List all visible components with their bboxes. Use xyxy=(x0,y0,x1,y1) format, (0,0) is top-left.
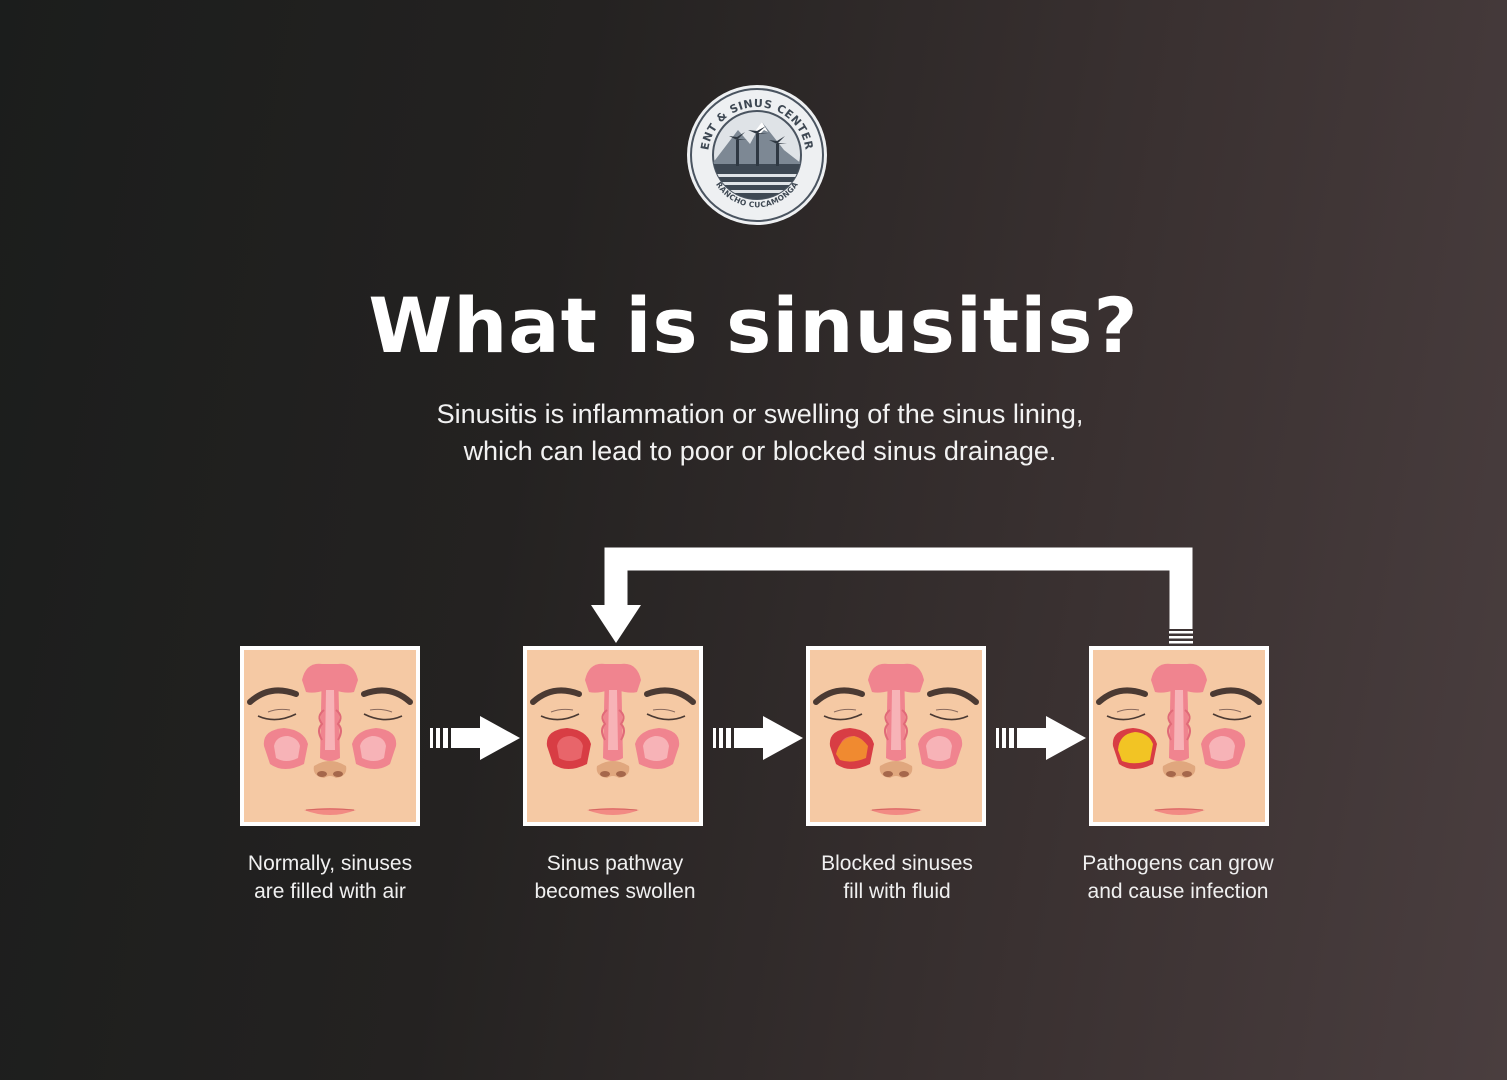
caption-line: Pathogens can grow xyxy=(1082,852,1274,875)
page-title: What is sinusitis? xyxy=(368,281,1139,370)
subtitle-line-1: Sinusitis is inflammation or swelling of… xyxy=(436,399,1084,429)
step-caption-3: Blocked sinuses fill with fluid xyxy=(772,850,1022,906)
sinus-panel-swollen xyxy=(523,646,703,826)
caption-line: fill with fluid xyxy=(843,880,951,903)
face-illustration xyxy=(810,650,982,822)
step-caption-4: Pathogens can grow and cause infection xyxy=(1053,850,1303,906)
caption-line: Sinus pathway xyxy=(546,852,684,875)
sinus-panel-infection xyxy=(1089,646,1269,826)
caption-line: and cause infection xyxy=(1087,880,1269,903)
sinus-panel-normal xyxy=(240,646,420,826)
step-caption-1: Normally, sinuses are filled with air xyxy=(205,850,455,906)
caption-line: Normally, sinuses xyxy=(247,852,413,875)
sinus-panel-fluid xyxy=(806,646,986,826)
face-illustration xyxy=(244,650,416,822)
feedback-loop-arrow xyxy=(591,547,1193,644)
step-arrow-3 xyxy=(996,716,1086,760)
caption-line: becomes swollen xyxy=(534,880,696,903)
face-illustration xyxy=(1093,650,1265,822)
step-arrow-1 xyxy=(430,716,520,760)
face-illustration xyxy=(527,650,699,822)
step-caption-2: Sinus pathway becomes swollen xyxy=(490,850,740,906)
page-subtitle: Sinusitis is inflammation or swelling of… xyxy=(353,396,1167,470)
caption-line: Blocked sinuses xyxy=(821,852,973,875)
ent-sinus-center-logo: ENT & SINUS CENTER RANCHO CUCAMONGA xyxy=(687,85,827,225)
caption-line: are filled with air xyxy=(254,880,406,903)
step-arrow-2 xyxy=(713,716,803,760)
subtitle-line-2: which can lead to poor or blocked sinus … xyxy=(463,436,1057,466)
